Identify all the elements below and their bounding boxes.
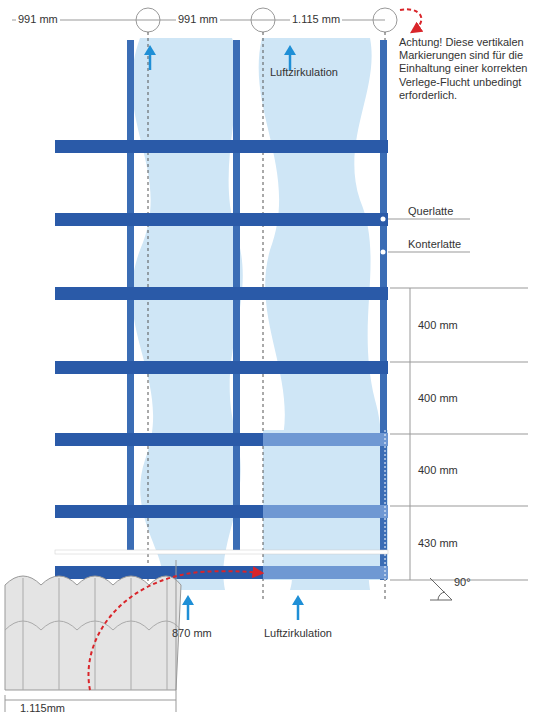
dimension-label: 870 mm xyxy=(172,627,212,640)
dimension-label: 400 mm xyxy=(416,392,460,405)
angle-label: 90° xyxy=(454,576,471,589)
dimension-label: 1.115 mm xyxy=(290,13,342,26)
part-name: Konterlatte xyxy=(408,238,461,251)
warning-note: Achtung! Diese vertikalen Markierungen s… xyxy=(399,36,531,102)
airflow-label: Luftzirkulation xyxy=(270,66,338,79)
dimension-label: 400 mm xyxy=(416,464,460,477)
dimension-label: 991 mm xyxy=(16,13,60,26)
dimension-label: 991 mm xyxy=(176,13,220,26)
dimension-label: 1.115mm xyxy=(18,702,67,715)
dimension-label: 430 mm xyxy=(416,537,460,550)
part-name: Querlatte xyxy=(408,205,453,218)
dimension-label: 400 mm xyxy=(416,319,460,332)
airflow-label: Luftzirkulation xyxy=(264,627,332,640)
